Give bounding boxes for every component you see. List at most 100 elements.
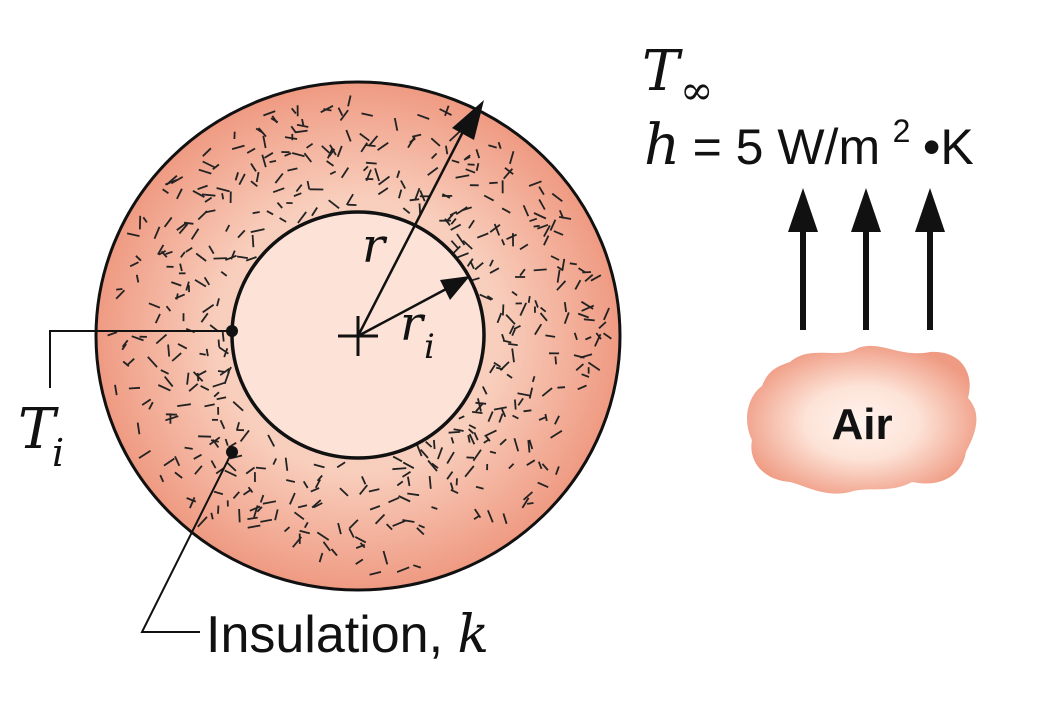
speckle [479, 293, 492, 301]
speckle [583, 318, 595, 322]
speckle [580, 300, 594, 310]
speckle [481, 386, 488, 395]
inner-radius-subscript: i [424, 327, 435, 367]
speckle [250, 228, 265, 233]
speckle [477, 398, 482, 412]
speckle [223, 371, 230, 385]
speckle [537, 481, 549, 489]
speckle [448, 431, 461, 434]
speckle [274, 172, 284, 184]
speckle [347, 95, 352, 107]
speckle [487, 509, 494, 523]
speckle [107, 331, 118, 337]
speckle [318, 552, 324, 563]
speckle [355, 558, 364, 565]
speckle [551, 192, 563, 203]
speckle [544, 413, 548, 422]
speckle [521, 497, 530, 509]
speckle [148, 302, 161, 309]
speckle [450, 223, 462, 231]
speckle [541, 463, 549, 471]
speckle [453, 428, 464, 432]
speckle [369, 571, 382, 576]
speckle [513, 324, 521, 330]
speckle [190, 228, 200, 240]
speckle [425, 441, 433, 448]
speckle [285, 479, 296, 483]
speckle [448, 130, 461, 142]
speckle [320, 105, 334, 114]
speckle [407, 492, 420, 497]
speckle [581, 373, 590, 378]
speckle [368, 135, 379, 147]
speckle [164, 178, 178, 186]
speckle [220, 270, 228, 277]
speckle [450, 488, 459, 495]
speckle [186, 497, 197, 503]
speckle [176, 188, 183, 200]
speckle [202, 147, 212, 157]
inner-temperature-label: T i [18, 397, 73, 475]
speckle [556, 269, 561, 283]
speckle [388, 496, 400, 504]
speckle [310, 487, 320, 493]
speckle [313, 463, 325, 469]
speckle [348, 519, 359, 530]
speckle [437, 447, 444, 460]
speckle [528, 439, 534, 450]
h-unit: •K [923, 119, 974, 175]
speckle [396, 170, 401, 179]
speckle [365, 144, 376, 147]
speckle [538, 186, 545, 196]
speckle [276, 202, 283, 209]
speckle [541, 387, 553, 397]
speckle [247, 524, 261, 529]
speckle [208, 245, 215, 255]
speckle [255, 127, 264, 134]
speckle [573, 332, 578, 341]
speckle [527, 440, 531, 453]
speckle [171, 352, 182, 362]
speckle [502, 304, 505, 316]
speckle [274, 509, 279, 521]
speckle [205, 348, 209, 357]
speckle [296, 123, 309, 128]
speckle [301, 118, 305, 126]
speckle [295, 184, 303, 193]
speckle [603, 307, 610, 321]
h-value: = 5 W/m [693, 119, 881, 175]
speckle [292, 536, 302, 548]
speckle [359, 132, 370, 142]
speckle [177, 403, 191, 407]
speckle [121, 343, 127, 351]
speckle [163, 216, 173, 228]
speckle [213, 490, 224, 496]
speckle [359, 542, 366, 549]
speckle [212, 439, 220, 449]
speckle [178, 223, 189, 235]
speckle [411, 133, 422, 138]
speckle [262, 500, 277, 505]
speckle [321, 145, 330, 154]
speckle [155, 333, 168, 345]
speckle [563, 312, 570, 325]
speckle [287, 167, 298, 172]
speckle [174, 456, 181, 467]
speckle [538, 416, 546, 421]
speckle [194, 465, 203, 475]
speckle [549, 219, 557, 231]
outer-radius-label: r [362, 218, 388, 274]
inner-radius-label: r i [400, 296, 438, 367]
speckle [242, 488, 252, 496]
speckle [231, 144, 245, 150]
speckle [573, 354, 585, 359]
speckle [271, 115, 278, 124]
speckle [219, 419, 226, 430]
speckle [489, 267, 500, 274]
speckle [561, 258, 566, 270]
speckle [359, 484, 368, 495]
speckle [162, 188, 169, 194]
t-inf-subscript: ∞ [680, 68, 713, 114]
speckle [533, 224, 540, 228]
